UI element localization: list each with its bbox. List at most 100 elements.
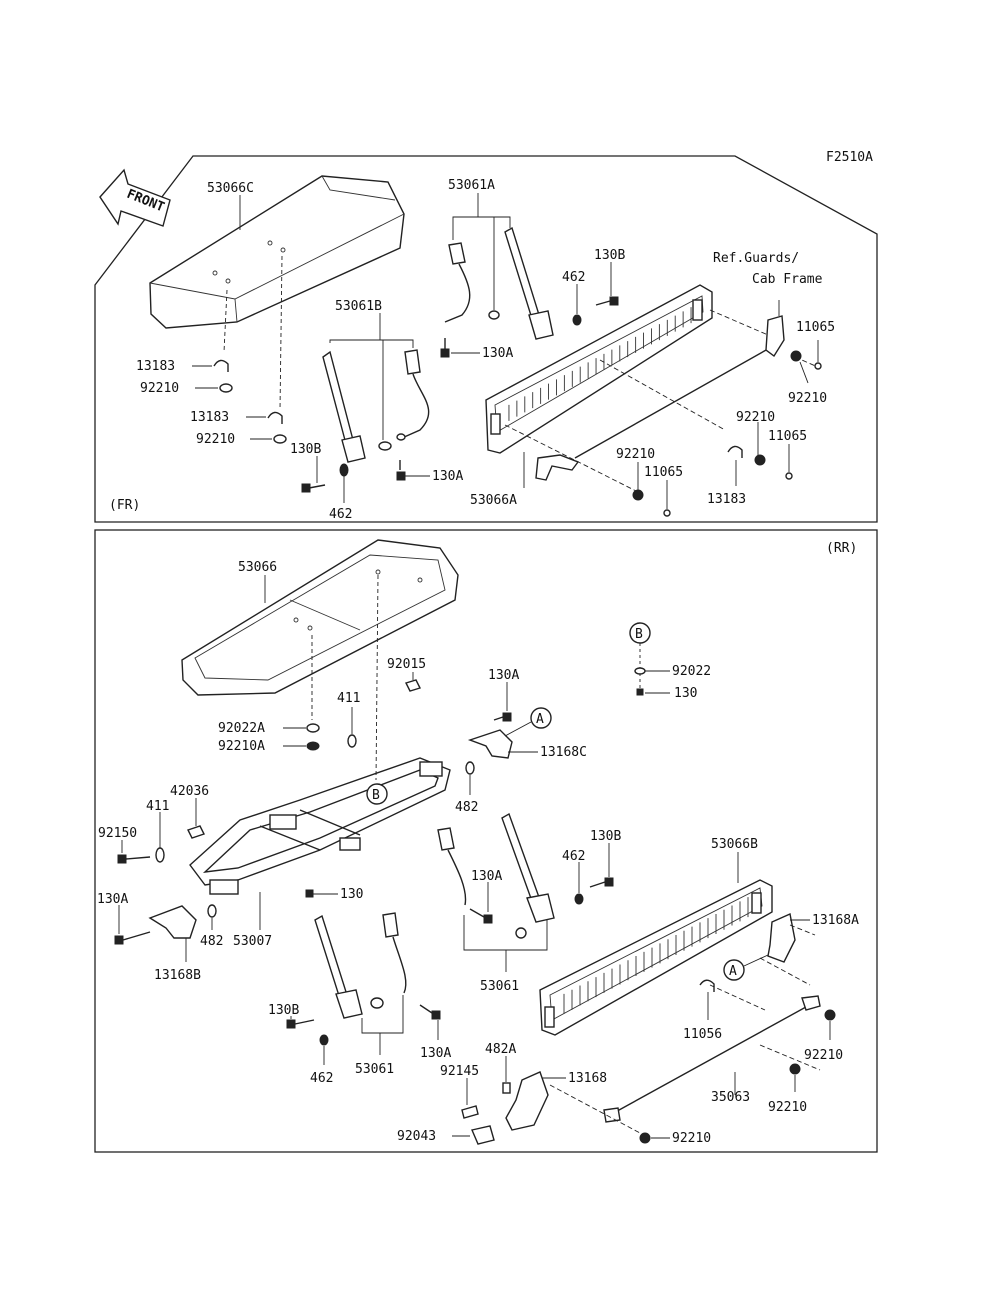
label-130b-low: 130B: [268, 1003, 299, 1018]
seatbelt-53061b: [322, 349, 430, 463]
label-462-top: 462: [562, 270, 585, 285]
seat-frame-53007: [189, 757, 451, 895]
nut-92015: [405, 679, 421, 692]
figure-code: F2510A: [826, 150, 873, 165]
pin-11065-c: [663, 509, 671, 517]
front-arrow-icon: FRONT: [99, 168, 171, 227]
label-130b-top: 130B: [594, 248, 625, 263]
front-panel: FRONT 53066C 13183 92210 13183 9221: [94, 155, 878, 523]
label-92210-c: 92210: [788, 391, 827, 406]
nut-92210-r3: [639, 1132, 651, 1144]
bracket-front-left: [535, 454, 580, 481]
label-130a-low: 130A: [420, 1046, 451, 1061]
label-92210-b: 92210: [196, 432, 235, 447]
label-11065-a: 11065: [796, 320, 835, 335]
label-11056: 11056: [683, 1027, 722, 1042]
clip-13183-c: [727, 445, 743, 458]
bracket-front-right: [765, 315, 785, 358]
bracket-13168a: [767, 913, 796, 963]
label-53066b: 53066B: [711, 837, 758, 852]
clip-13183-a: [213, 359, 229, 372]
bolt-130a-left: [114, 931, 151, 945]
label-13168b: 13168B: [154, 968, 201, 983]
bolt-130b-top: [595, 296, 619, 306]
label-11065-b: 11065: [768, 429, 807, 444]
bracket-13168c: [467, 729, 513, 759]
callout-a-right: [723, 959, 745, 981]
washer-411-left: [155, 847, 165, 863]
washer-462-low: [319, 1034, 329, 1046]
label-130a-mid: 130A: [432, 469, 463, 484]
label-53061b: 53061B: [335, 299, 382, 314]
label-92210a: 92210A: [218, 739, 265, 754]
rod-42036: [187, 825, 205, 839]
nut-92210-r2: [789, 1063, 801, 1075]
label-42036: 42036: [170, 784, 209, 799]
nut-92210-c: [790, 350, 802, 362]
callout-a-right-text: A: [729, 964, 737, 979]
washer-462-center: [574, 893, 584, 905]
label-92015: 92015: [387, 657, 426, 672]
label-53066: 53066: [238, 560, 277, 575]
nut-92210-a: [219, 383, 233, 393]
label-92150: 92150: [98, 826, 137, 841]
bolt-130b-low: [286, 1019, 315, 1029]
front-panel-tag: (FR): [109, 498, 140, 513]
nut-92210-d: [754, 454, 766, 466]
label-462-bottom: 462: [329, 507, 352, 522]
bolt-130b-center: [589, 877, 614, 888]
rod-front: [574, 344, 776, 459]
label-462-center: 462: [562, 849, 585, 864]
label-482-left: 482: [200, 934, 223, 949]
washer-462-bottom: [339, 463, 349, 477]
nut-92210a: [306, 741, 320, 751]
nut-92210-e: [632, 489, 644, 501]
label-130a-center: 130A: [471, 869, 502, 884]
callout-a-top-text: A: [536, 712, 544, 727]
nut-92210-r1: [824, 1009, 836, 1021]
seatbelt-53061a: [440, 226, 554, 358]
washer-92022: [634, 667, 646, 675]
label-482-top: 482: [455, 800, 478, 815]
washer-482-top: [465, 761, 475, 775]
callout-b-frame-text: B: [372, 788, 380, 803]
callout-b-frame: [366, 783, 388, 805]
pin-11065-a: [814, 362, 822, 370]
pin-11056: [699, 979, 715, 992]
front-panel-frame: [94, 155, 878, 523]
washer-482a: [502, 1082, 511, 1094]
label-92210-d: 92210: [736, 410, 775, 425]
callout-b-right-text: B: [635, 627, 643, 642]
label-92022: 92022: [672, 664, 711, 679]
washer-411-top: [347, 734, 357, 748]
seat-cushion-53066: [181, 539, 459, 696]
label-92210-r2: 92210: [768, 1100, 807, 1115]
label-53061a: 53061A: [448, 178, 495, 193]
bolt-130a-top: [493, 712, 512, 722]
label-53061-center: 53061: [480, 979, 519, 994]
rear-panel-tag: (RR): [826, 541, 857, 556]
label-130b-bottom: 130B: [290, 442, 321, 457]
bolt-130a-mid: [396, 460, 406, 481]
seatbelt-53061-center: [437, 812, 555, 939]
label-13168c: 13168C: [540, 745, 587, 760]
nut-92210-b: [273, 434, 287, 444]
label-92043: 92043: [397, 1129, 436, 1144]
label-53007: 53007: [233, 934, 272, 949]
label-130a-top: 130A: [488, 668, 519, 683]
seat-cushion-53066c: [149, 175, 405, 329]
label-13183-b: 13183: [190, 410, 229, 425]
label-53061-low: 53061: [355, 1062, 394, 1077]
pin-11065-b: [785, 472, 793, 480]
rear-panel-frame: [94, 529, 878, 1153]
bolt-130b-bottom: [301, 483, 326, 493]
bolt-130-right: [636, 688, 644, 696]
label-35063: 35063: [711, 1090, 750, 1105]
label-13168a: 13168A: [812, 913, 859, 928]
bolt-92150: [117, 854, 151, 864]
label-11065-c: 11065: [644, 465, 683, 480]
label-13183-a: 13183: [136, 359, 175, 374]
label-92210-r1: 92210: [804, 1048, 843, 1063]
clip-13183-b: [267, 411, 283, 424]
bracket-13168b: [148, 905, 197, 939]
